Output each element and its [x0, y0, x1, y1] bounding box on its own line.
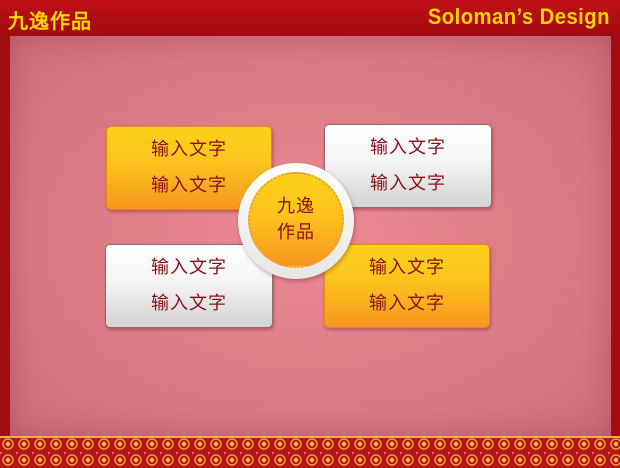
text-box-line-1: 输入文字	[151, 139, 227, 160]
text-box-bottom-left[interactable]: 输入文字 输入文字	[105, 244, 273, 328]
brand-title-right: Soloman’s Design	[427, 4, 610, 29]
text-box-line-1: 输入文字	[369, 257, 445, 278]
decorative-border	[0, 436, 620, 468]
brand-title-left: 九逸作品	[8, 9, 92, 33]
center-hub-line-1: 九逸	[277, 196, 315, 217]
text-box-bottom-right[interactable]: 输入文字 输入文字	[324, 244, 490, 328]
text-box-line-2: 输入文字	[151, 293, 227, 314]
text-box-top-right[interactable]: 输入文字 输入文字	[324, 124, 492, 208]
text-box-line-1: 输入文字	[370, 137, 446, 158]
text-box-line-1: 输入文字	[151, 257, 227, 278]
title-bar: 九逸作品 Soloman’s Design	[0, 0, 620, 36]
center-hub-line-2: 作品	[277, 222, 315, 243]
text-box-line-2: 输入文字	[151, 175, 227, 196]
center-hub[interactable]: 九逸 作品	[248, 172, 344, 268]
text-box-line-2: 输入文字	[370, 173, 446, 194]
text-box-line-2: 输入文字	[369, 293, 445, 314]
